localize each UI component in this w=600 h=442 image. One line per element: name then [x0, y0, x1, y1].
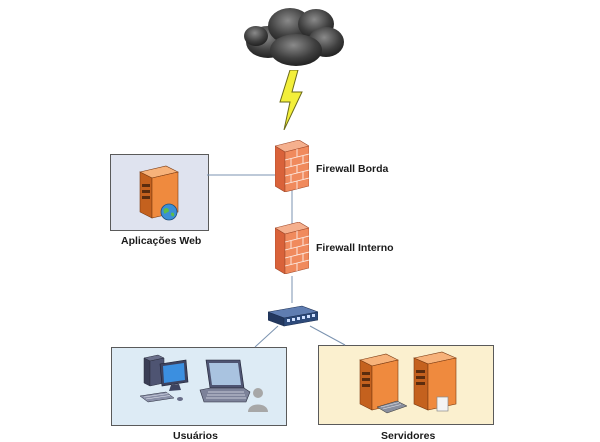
person-icon: [248, 388, 268, 412]
firewall-internal-icon: [275, 222, 309, 274]
keyboard-icon: [377, 400, 407, 414]
desktop-computer-icon: [139, 354, 189, 403]
globe-icon: [160, 203, 178, 221]
firewall-internal-label: Firewall Interno: [316, 242, 394, 254]
link-switch-to-users: [254, 325, 279, 348]
network-switch-icon: [268, 305, 318, 327]
users-label: Usuários: [173, 430, 218, 442]
server-tower-icon: [139, 165, 179, 219]
link-switch-to-servers: [309, 325, 346, 346]
firewall-edge-icon: [275, 140, 309, 192]
lightning-bolt-icon: [279, 70, 303, 130]
server-tower-icon-2: [413, 351, 457, 411]
users-zone: [111, 347, 287, 426]
server-tower-icon-1: [359, 353, 399, 411]
cloud-icon: [244, 8, 344, 66]
firewall-edge-label: Firewall Borda: [316, 163, 389, 175]
web-apps-label: Aplicações Web: [121, 235, 202, 247]
laptop-icon: [199, 359, 251, 403]
document-icon: [436, 396, 449, 412]
servers-label: Servidores: [381, 430, 436, 442]
servers-zone: [318, 345, 494, 425]
